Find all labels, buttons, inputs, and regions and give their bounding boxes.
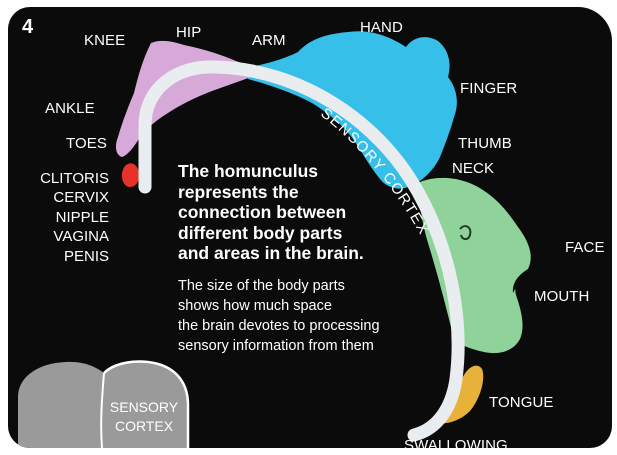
brain-label: SENSORY CORTEX — [104, 398, 184, 436]
description-line: shows how much space — [178, 296, 448, 316]
label-tongue: TONGUE — [489, 394, 554, 412]
homunculus-diagram: SENSORY CORTEX CLITORIS CERVIX NIPPLE VA… — [8, 7, 612, 448]
figure-number: 4 — [17, 16, 38, 39]
label-swallowing: SWALLOWING — [404, 437, 508, 455]
label-neck: NECK — [452, 160, 494, 178]
label-mouth: MOUTH — [534, 288, 590, 306]
label-cervix: CERVIX — [40, 188, 109, 207]
label-knee: KNEE — [84, 32, 125, 50]
label-nipple: NIPPLE — [40, 208, 109, 227]
label-toes: TOES — [66, 135, 107, 153]
headline-line: The homunculus — [178, 161, 428, 182]
brain-label-line: SENSORY — [104, 398, 184, 417]
label-arm: ARM — [252, 32, 286, 50]
label-ankle: ANKLE — [45, 100, 95, 118]
label-hip: HIP — [176, 24, 201, 42]
description-line: sensory information from them — [178, 336, 448, 356]
label-thumb: THUMB — [458, 135, 512, 153]
toes-icon — [122, 163, 139, 187]
headline-line: connection between — [178, 202, 428, 223]
label-clitoris: CLITORIS — [40, 169, 109, 188]
label-vagina: VAGINA — [40, 227, 109, 246]
label-finger: FINGER — [460, 80, 517, 98]
headline-line: and areas in the brain. — [178, 243, 428, 264]
leg-region-icon — [116, 41, 262, 157]
description-line: The size of the body parts — [178, 276, 448, 296]
label-hand: HAND — [360, 19, 403, 37]
label-face: FACE — [565, 239, 605, 257]
headline-line: represents the — [178, 182, 428, 203]
description-line: the brain devotes to processing — [178, 316, 448, 336]
brain-label-line: CORTEX — [104, 417, 184, 436]
headline-line: different body parts — [178, 223, 428, 244]
headline: The homunculus represents the connection… — [178, 161, 428, 264]
description: The size of the body parts shows how muc… — [178, 276, 448, 356]
label-penis: PENIS — [40, 247, 109, 266]
genital-labels: CLITORIS CERVIX NIPPLE VAGINA PENIS — [40, 169, 109, 266]
